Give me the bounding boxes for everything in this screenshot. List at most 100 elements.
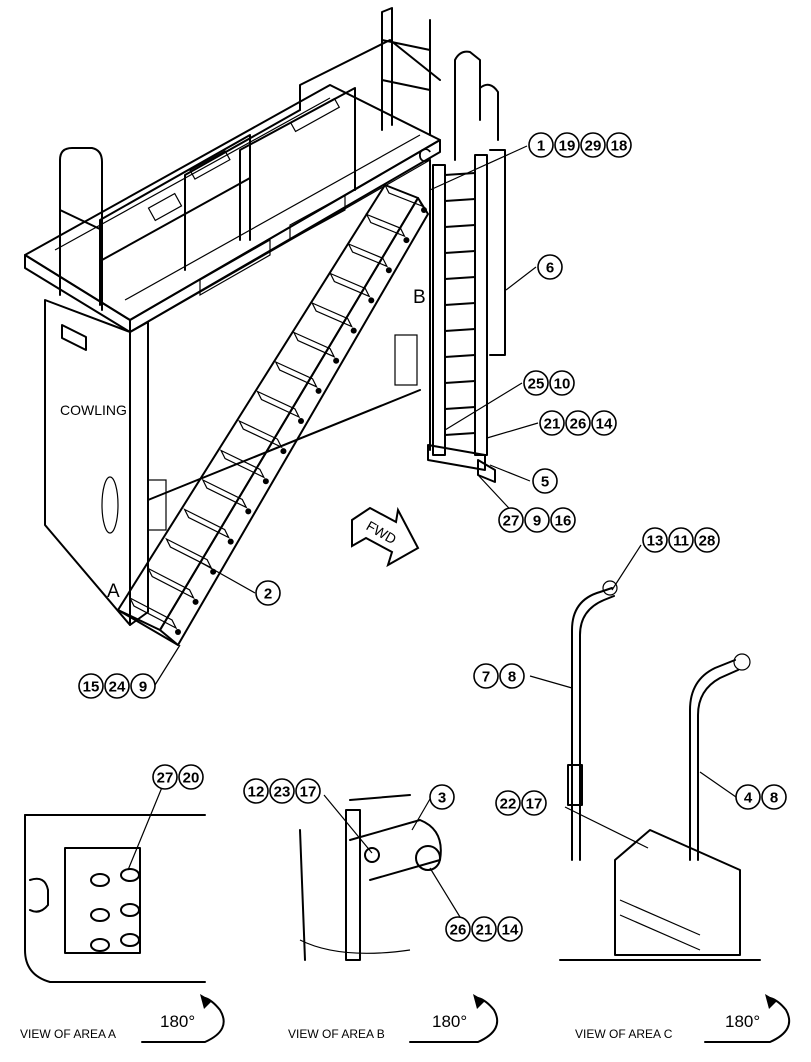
tread-bolt	[421, 207, 427, 213]
callout-circle	[130, 673, 156, 699]
tread-bolt	[385, 267, 392, 274]
cowling-housing	[44, 159, 431, 626]
bolt	[120, 868, 140, 882]
callout-number: 9	[139, 679, 147, 696]
callout-number: 4	[744, 790, 753, 807]
area-c-label: C	[418, 146, 432, 167]
callout-number: 14	[502, 922, 519, 939]
top-handrail	[381, 7, 499, 161]
view-a-bolts	[90, 868, 140, 952]
callout-number: 29	[585, 138, 602, 155]
callout-number: 7	[482, 669, 490, 686]
main-stair	[117, 183, 429, 646]
area-b-label: B	[413, 287, 426, 308]
stair-tread	[274, 360, 318, 389]
rotation-b: 180°	[432, 1012, 467, 1031]
callout-circle	[255, 580, 281, 606]
callout-number: 17	[526, 796, 543, 813]
callout-number: 21	[476, 922, 493, 939]
callout-number: 18	[611, 138, 628, 155]
stair-tread	[128, 596, 178, 630]
tread-bolt	[245, 508, 252, 515]
callout-number: 26	[450, 922, 467, 939]
callout-circle	[549, 370, 575, 396]
callout-circle	[104, 673, 130, 699]
callout-group: 5	[532, 468, 558, 494]
tread-bolt	[403, 237, 410, 244]
tread-bolt	[192, 598, 199, 605]
callout-number: 22	[500, 796, 517, 813]
stair-tread	[365, 213, 406, 238]
deck-railings	[59, 39, 441, 311]
callout-number: 5	[541, 474, 549, 491]
bolt	[120, 903, 140, 917]
ladder-rung	[444, 302, 476, 306]
callout-number: 1	[537, 138, 545, 155]
tread-bolt	[175, 629, 181, 635]
tread-bolt	[298, 418, 304, 424]
callout-number: 11	[673, 533, 689, 550]
callout-circle	[495, 790, 521, 816]
callout-number: 13	[647, 533, 664, 550]
callout-number: 23	[274, 784, 291, 801]
callout-group: 1 19 29 18	[528, 132, 632, 158]
callout-number: 19	[559, 138, 576, 155]
tread-bolt	[280, 448, 287, 455]
view-captions: VIEW OF AREA A VIEW OF AREA B VIEW OF AR…	[20, 994, 791, 1043]
rotate-arrow-c: 180°	[704, 994, 791, 1043]
view-area-b	[299, 794, 442, 961]
fwd-arrow: FWD	[351, 506, 420, 568]
callout-number: 8	[508, 669, 516, 686]
ladder-rung	[444, 250, 476, 254]
callout-number: 14	[596, 416, 613, 433]
rotation-c: 180°	[725, 1012, 760, 1031]
stair-treads	[128, 183, 427, 635]
tread-bolt	[262, 478, 269, 485]
callout-circle	[269, 778, 295, 804]
stair-tread	[219, 449, 266, 479]
callout-circle	[554, 132, 580, 158]
rotation-a: 180°	[160, 1012, 195, 1031]
callout-group: 6	[537, 254, 563, 280]
stair-tread	[146, 567, 195, 600]
callout-circle	[694, 527, 720, 553]
callout-number: 10	[554, 376, 571, 393]
handrail-detail	[559, 580, 761, 961]
callout-circle	[445, 916, 471, 942]
view-c-caption: VIEW OF AREA C	[575, 1027, 673, 1041]
stair-tread	[256, 390, 301, 419]
stair-tread	[292, 331, 336, 358]
callout-circle	[521, 790, 547, 816]
stair-tread	[201, 478, 248, 509]
callout-circle	[591, 410, 617, 436]
callout-group: 22 17	[495, 790, 547, 816]
callout-number: 21	[544, 416, 561, 433]
callout-circle	[550, 507, 576, 533]
callout-circle	[761, 784, 787, 810]
callout-number: 27	[157, 770, 174, 787]
ladder-rung	[444, 198, 476, 202]
bolt	[90, 938, 110, 952]
ladder-rungs	[444, 172, 476, 436]
tread-bolt	[227, 538, 234, 545]
ladder-rung	[444, 380, 476, 384]
callout-circle	[523, 370, 549, 396]
cowling-label: COWLING	[60, 402, 127, 418]
ladder-rung	[444, 354, 476, 358]
view-b-caption: VIEW OF AREA B	[288, 1027, 385, 1041]
tread-bolt	[333, 357, 340, 364]
callout-number: 27	[503, 513, 520, 530]
callout-group: 26 21 14	[445, 916, 523, 942]
rotate-arrow-b: 180°	[409, 994, 499, 1043]
bolt	[120, 933, 140, 947]
callout-circle	[473, 663, 499, 689]
callout-circle	[580, 132, 606, 158]
ladder-rung	[444, 432, 476, 436]
ladder-rung	[444, 406, 476, 410]
stair-tread	[310, 301, 353, 328]
